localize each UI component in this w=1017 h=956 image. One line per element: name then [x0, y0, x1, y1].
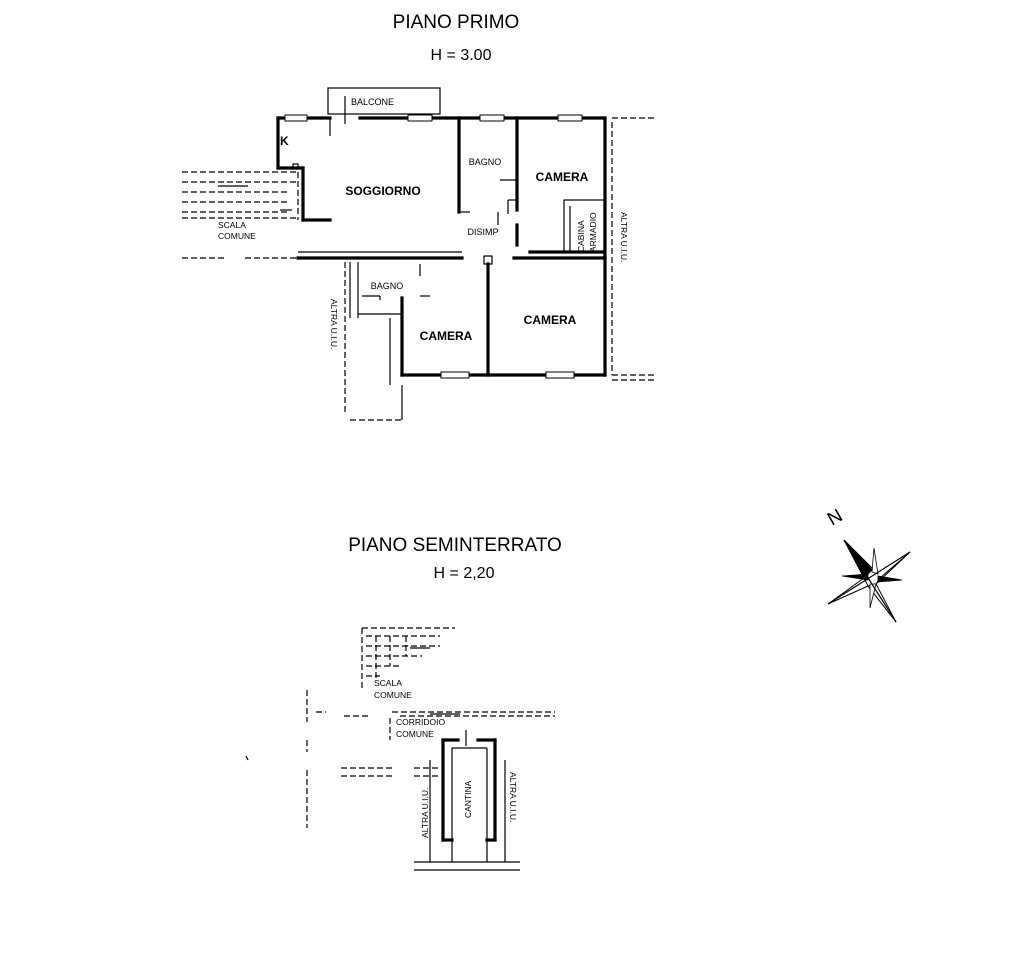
floor1-plan: BALCONE K SOGGIORNO BAGNO CAMERA DISIMP … — [182, 87, 655, 421]
common-stair-basement — [361, 627, 455, 688]
label-scala: SCALA — [218, 220, 246, 230]
label-scala-basement: SCALA — [374, 678, 402, 688]
floor1-title: PIANO PRIMO — [393, 12, 520, 33]
basement-height: H = 2,20 — [434, 565, 495, 582]
label-comune: COMUNE — [218, 231, 256, 241]
label-altra-basement-right: ALTRA U.I.U. — [508, 772, 518, 822]
floor1-height: H = 3.00 — [431, 47, 492, 64]
label-disimp: DISIMP — [467, 227, 498, 237]
label-camera-bottom-right: CAMERA — [524, 313, 577, 327]
label-k: K — [280, 134, 289, 148]
label-cantina: CANTINA — [463, 780, 473, 818]
label-comune-basement: COMUNE — [374, 690, 412, 700]
label-bagno-bottom: BAGNO — [371, 281, 404, 291]
label-camera-bottom-left: CAMERA — [420, 329, 473, 343]
basement-plan: SCALA COMUNE CORRIDOIO COMUNE — [245, 627, 555, 871]
label-altra-left: ALTRA U.I.U. — [329, 299, 339, 349]
compass-north-label: N — [824, 505, 846, 530]
label-corridoio-comune: COMUNE — [396, 729, 434, 739]
compass-rose-icon: N — [824, 505, 911, 623]
label-soggiorno: SOGGIORNO — [345, 184, 420, 198]
label-balcone: BALCONE — [351, 97, 394, 107]
label-corridoio: CORRIDOIO — [396, 717, 446, 727]
label-bagno-top: BAGNO — [469, 157, 502, 167]
label-camera-top: CAMERA — [536, 170, 589, 184]
label-altra-basement-left: ALTRA U.I.U. — [420, 788, 430, 838]
label-armadio: ARMADIO — [588, 212, 598, 252]
label-altra-right: ALTRA U.I.U. — [619, 212, 629, 262]
common-stair-floor1 — [182, 163, 299, 220]
label-cabina: CABINA — [576, 220, 586, 252]
balcony-outline — [327, 87, 441, 115]
cantina-walls — [414, 730, 520, 871]
basement-title: PIANO SEMINTERRATO — [348, 535, 562, 556]
